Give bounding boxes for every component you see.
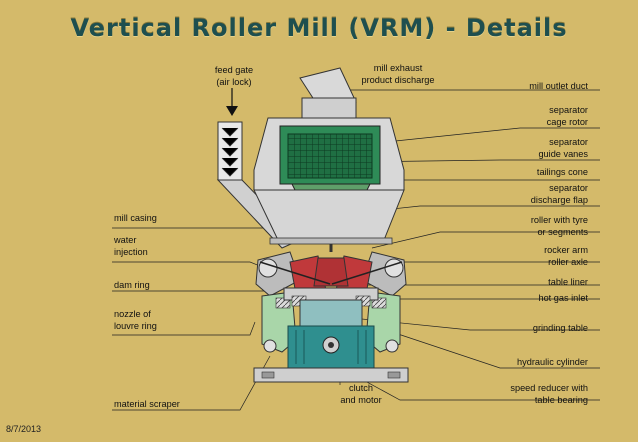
slide-title: Vertical Roller Mill (VRM) - Details (70, 14, 568, 42)
label-louvre-ring: nozzle of louvre ring (114, 309, 157, 331)
label-tailings-cone: tailings cone (536, 167, 588, 177)
label-separator-discharge-flap: separator discharge flap (530, 183, 588, 205)
label-mill-exhaust: mill exhaust product discharge (361, 63, 435, 85)
label-hydraulic-cylinder: hydraulic cylinder (517, 357, 588, 367)
label-mill-outlet-duct: mill outlet duct (529, 81, 588, 91)
label-hot-gas-inlet: hot gas inlet (538, 293, 588, 303)
label-rocker-arm: rocker arm roller axle (544, 245, 588, 267)
label-grinding-table: grinding table (532, 323, 588, 333)
label-separator-guide-vanes: separator guide vanes (538, 137, 588, 159)
label-mill-casing: mill casing (114, 213, 157, 223)
feed-arrow (226, 88, 238, 116)
label-roller-with-tyre: roller with tyre or segments (530, 215, 588, 237)
label-clutch-motor: clutch and motor (340, 383, 382, 405)
label-separator-cage-rotor: separator cage rotor (546, 105, 588, 127)
label-feed-gate: feed gate (air lock) (214, 65, 254, 87)
foundation (253, 367, 409, 383)
mill-casing (253, 189, 405, 241)
label-speed-reducer: speed reducer with table bearing (510, 383, 588, 405)
label-table-liner: table liner (548, 277, 588, 287)
label-dam-ring: dam ring (114, 280, 150, 290)
label-material-scraper: material scraper (114, 399, 180, 409)
label-water-injection: water injection (114, 235, 148, 257)
slide-date: 8/7/2013 (6, 424, 42, 434)
